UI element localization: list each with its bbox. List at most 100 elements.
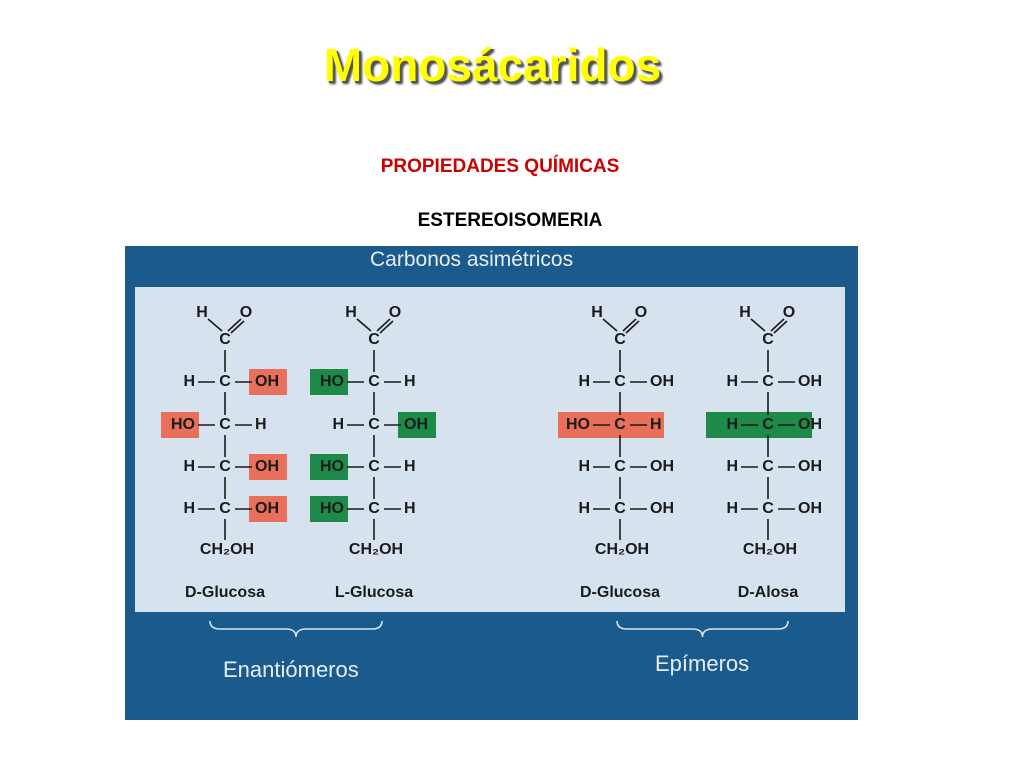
carbon-1-2: C (368, 458, 380, 475)
group-right-1-3: H (404, 500, 416, 517)
group-right-1-1: OH (404, 416, 428, 433)
group-left-3-3: H (726, 500, 738, 517)
terminal-group-1: CH₂OH (349, 541, 403, 558)
aldehyde-h-1: H (345, 304, 357, 321)
aldehyde-o-1: O (389, 304, 401, 321)
aldehyde-bond-o1-0 (227, 318, 242, 332)
group-right-0-0: OH (255, 373, 279, 390)
aldehyde-bond-o1-2 (622, 318, 637, 332)
brace-epimeros (616, 620, 789, 638)
aldehyde-h-3: H (739, 304, 751, 321)
group-right-3-2: OH (798, 458, 822, 475)
highlight-left-1-2 (310, 454, 348, 480)
carbon-1-1: C (368, 416, 380, 433)
highlight-right-0-0 (249, 369, 287, 395)
highlight-left-1-3 (310, 496, 348, 522)
terminal-group-2: CH₂OH (595, 541, 649, 558)
panel-title: Carbonos asimétricos (370, 248, 574, 271)
group-right-1-2: H (404, 458, 416, 475)
carbon-1-3: C (368, 500, 380, 517)
group-left-0-3: H (183, 500, 195, 517)
aldehyde-bond-o2-3 (773, 320, 788, 334)
aldehyde-bond-h-2 (602, 318, 618, 332)
aldehyde-c-1: C (368, 331, 380, 348)
group-left-2-3: H (578, 500, 590, 517)
aldehyde-c-3: C (762, 331, 774, 348)
label-epimeros: Epímeros (655, 651, 750, 676)
aldehyde-h-2: H (591, 304, 603, 321)
structure-name-3: D-Alosa (738, 584, 799, 601)
aldehyde-h-0: H (196, 304, 208, 321)
highlight-left-1-0 (310, 369, 348, 395)
aldehyde-bond-h-3 (750, 318, 766, 332)
aldehyde-o-2: O (635, 304, 647, 321)
group-left-2-2: H (578, 458, 590, 475)
highlight-right-1-1 (398, 412, 436, 438)
aldehyde-c-0: C (219, 331, 231, 348)
aldehyde-o-3: O (783, 304, 795, 321)
aldehyde-bond-h-0 (207, 318, 223, 332)
group-left-0-1: HO (171, 416, 195, 433)
aldehyde-bond-o1-3 (770, 318, 785, 332)
aldehyde-c-2: C (614, 331, 626, 348)
group-right-2-2: OH (650, 458, 674, 475)
structure-name-0: D-Glucosa (185, 584, 265, 601)
group-right-2-3: OH (650, 500, 674, 517)
aldehyde-bond-o2-0 (230, 320, 245, 334)
aldehyde-bond-h-1 (356, 318, 372, 332)
slide-title: Monosácaridos (323, 39, 662, 91)
aldehyde-bond-o1-1 (376, 318, 391, 332)
group-left-0-0: H (183, 373, 195, 390)
group-left-0-2: H (183, 458, 195, 475)
aldehyde-bond-o2-1 (379, 320, 394, 334)
carbon-3-0: C (762, 373, 774, 390)
structure-name-1: L-Glucosa (335, 584, 413, 601)
carbon-3-1: C (762, 416, 774, 433)
group-left-3-1: H (726, 416, 738, 433)
carbon-0-3: C (219, 500, 231, 517)
group-left-1-2: HO (320, 458, 344, 475)
group-left-1-0: HO (320, 373, 344, 390)
highlight-right-0-3 (249, 496, 287, 522)
carbon-2-3: C (614, 500, 626, 517)
group-left-3-0: H (726, 373, 738, 390)
group-right-1-0: H (404, 373, 416, 390)
carbon-3-2: C (762, 458, 774, 475)
braces-svg (209, 620, 789, 638)
group-left-3-2: H (726, 458, 738, 475)
group-right-2-0: OH (650, 373, 674, 390)
carbon-0-0: C (219, 373, 231, 390)
terminal-group-0: CH₂OH (200, 541, 254, 558)
group-left-2-1: HO (566, 416, 590, 433)
aldehyde-bond-o2-2 (625, 320, 640, 334)
aldehyde-o-0: O (240, 304, 252, 321)
structure-name-2: D-Glucosa (580, 584, 660, 601)
carbon-1-0: C (368, 373, 380, 390)
subtitle-estereoisomeria: ESTEREOISOMERIA (417, 210, 603, 231)
group-right-0-2: OH (255, 458, 279, 475)
subtitle-propiedades: PROPIEDADES QUÍMICAS (380, 156, 620, 177)
highlight-left-0-1 (161, 412, 199, 438)
group-right-0-3: OH (255, 500, 279, 517)
group-left-1-3: HO (320, 500, 344, 517)
carbon-3-3: C (762, 500, 774, 517)
highlight-right-0-2 (249, 454, 287, 480)
carbon-2-2: C (614, 458, 626, 475)
carbon-2-1: C (614, 416, 626, 433)
group-right-3-3: OH (798, 500, 822, 517)
terminal-group-3: CH₂OH (743, 541, 797, 558)
group-right-3-0: OH (798, 373, 822, 390)
group-right-3-1: OH (798, 416, 822, 433)
group-left-1-1: H (332, 416, 344, 433)
carbon-0-2: C (219, 458, 231, 475)
carbon-0-1: C (219, 416, 231, 433)
brace-enantiomeros (209, 620, 383, 638)
group-right-2-1: H (650, 416, 662, 433)
carbon-2-0: C (614, 373, 626, 390)
label-enantiomeros: Enantiómeros (223, 657, 359, 682)
group-right-0-1: H (255, 416, 267, 433)
group-left-2-0: H (578, 373, 590, 390)
